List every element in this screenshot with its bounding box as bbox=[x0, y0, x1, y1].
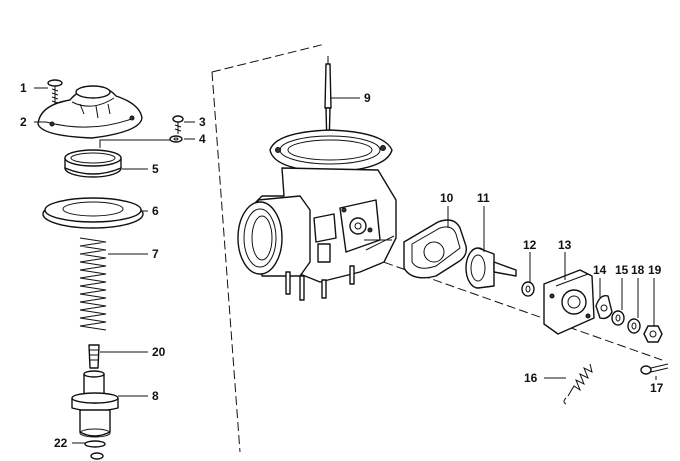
callout-6: 6 bbox=[152, 204, 159, 218]
part-5-clamp-ring bbox=[64, 139, 170, 178]
part-15-washer bbox=[611, 310, 625, 326]
part-11-choke-disc bbox=[465, 247, 517, 289]
callout-9: 9 bbox=[364, 91, 371, 105]
part-7-spring bbox=[79, 237, 107, 331]
part-4-washer bbox=[169, 135, 183, 143]
callout-15: 15 bbox=[615, 263, 629, 277]
callout-5: 5 bbox=[152, 162, 159, 176]
part-13-choke-cover bbox=[543, 269, 595, 335]
callout-2: 2 bbox=[20, 115, 27, 129]
callout-3: 3 bbox=[199, 115, 206, 129]
part-20-needle-jet bbox=[88, 344, 100, 369]
part-18-washer bbox=[627, 318, 641, 334]
part-12-washer bbox=[521, 281, 535, 297]
callout-12: 12 bbox=[523, 238, 537, 252]
callout-13: 13 bbox=[558, 238, 572, 252]
callout-14: 14 bbox=[593, 263, 607, 277]
part-22-o-ring bbox=[84, 440, 106, 460]
callout-18: 18 bbox=[631, 263, 645, 277]
part-16-spring bbox=[563, 363, 593, 405]
part-1-screw bbox=[47, 79, 63, 104]
callout-8: 8 bbox=[152, 389, 159, 403]
callout-4: 4 bbox=[199, 132, 206, 146]
leader-lines bbox=[34, 87, 657, 444]
part-19-nut bbox=[643, 325, 663, 343]
callout-19: 19 bbox=[648, 263, 662, 277]
part-2-top-cover bbox=[37, 85, 143, 139]
part-17-screw bbox=[640, 363, 669, 375]
part-10-gasket bbox=[403, 219, 468, 279]
callout-22: 22 bbox=[54, 436, 68, 450]
part-3-screw bbox=[172, 115, 184, 134]
part-14-lever bbox=[595, 295, 613, 320]
callout-1: 1 bbox=[20, 81, 27, 95]
callout-labels: 1 2 3 4 5 6 7 8 9 10 11 12 13 14 15 16 1… bbox=[20, 81, 664, 450]
callout-7: 7 bbox=[152, 247, 159, 261]
part-6-diaphragm-ring bbox=[42, 197, 144, 229]
callout-11: 11 bbox=[477, 191, 490, 205]
callout-20: 20 bbox=[152, 345, 166, 359]
carburetor-body bbox=[237, 129, 397, 301]
callout-17: 17 bbox=[650, 381, 664, 395]
callout-10: 10 bbox=[440, 191, 454, 205]
part-8-slide-piston bbox=[71, 370, 119, 438]
callout-16: 16 bbox=[524, 371, 538, 385]
